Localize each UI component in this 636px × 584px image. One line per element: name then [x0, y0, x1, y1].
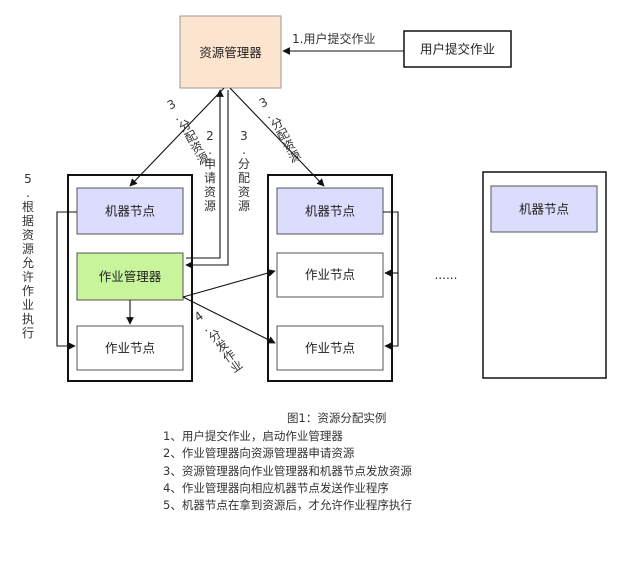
edge-2-label-text: 2.申请资源	[204, 129, 216, 213]
left-machine-group: 机器节点 作业管理器 作业节点	[67, 174, 193, 382]
edge-3-right-label-text: 3.分配资源	[257, 93, 304, 166]
edge-5-label-text: 5.根据资源允许作业执行	[22, 172, 34, 340]
edge-5-label: 5.根据资源允许作业执行	[22, 172, 34, 340]
right-machine-node-label: 机器节点	[519, 202, 569, 217]
middle-machine-node-label: 机器节点	[305, 204, 355, 219]
middle-job-node-1-label: 作业节点	[305, 267, 355, 282]
resource-manager-label: 资源管理器	[199, 45, 262, 60]
arrow-3-mid	[185, 90, 229, 269]
edge-3-mid-label: 3.分配资源	[238, 129, 250, 213]
edge-4-label: 4.分发作业	[192, 306, 246, 376]
edge-4-label-text: 4.分发作业	[192, 306, 246, 376]
caption-title: 图1：资源分配实例	[287, 411, 387, 425]
caption-item-3: 3、资源管理器向作业管理器和机器节点发放资源	[163, 463, 412, 478]
caption-item-1: 1、用户提交作业，启动作业管理器	[163, 429, 343, 444]
edge-3-left-label-text: 3.分配资源	[165, 95, 212, 168]
middle-machine-node	[276, 187, 384, 235]
user-submit-label: 用户提交作业	[420, 42, 495, 57]
resource-manager-box: 资源管理器	[179, 15, 282, 89]
middle-job-node-2-label: 作业节点	[305, 341, 355, 356]
arrow-5-left	[56, 211, 77, 350]
edge-3-left-label: 3.分配资源	[165, 95, 212, 168]
middle-machine-group: 机器节点 作业节点 作业节点	[267, 174, 393, 382]
ellipsis-label: ......	[435, 268, 458, 282]
arrow-4-a	[182, 269, 276, 298]
middle-job-node-2	[276, 325, 384, 371]
caption-item-4: 4、作业管理器向相应机器节点发送作业程序	[163, 480, 389, 495]
arrow-5-mid	[383, 211, 399, 350]
arrow-3-right	[229, 87, 325, 187]
user-submit-box: 用户提交作业	[403, 30, 512, 68]
edge-1-label: 1.用户提交作业	[292, 31, 375, 46]
right-machine-group: 机器节点	[482, 171, 607, 379]
middle-job-node-1	[276, 252, 384, 298]
caption-item-2: 2、作业管理器向资源管理器申请资源	[163, 446, 355, 461]
arrows	[56, 47, 404, 350]
edge-3-mid-label-text: 3.分配资源	[238, 129, 250, 213]
left-job-node	[76, 325, 184, 371]
figure-caption: 图1：资源分配实例 1、用户提交作业，启动作业管理器 2、作业管理器向资源管理器…	[163, 410, 433, 514]
right-machine-node	[490, 185, 598, 233]
caption-item-5: 5、机器节点在拿到资源后，才允许作业程序执行	[163, 498, 412, 513]
edge-2-label: 2.申请资源	[204, 129, 216, 213]
arrow-2-request	[186, 89, 224, 259]
edge-3-right-label: 3.分配资源	[257, 93, 304, 166]
job-manager-box	[76, 252, 184, 301]
arrow-3-left	[129, 87, 225, 187]
arrow-4-b	[182, 296, 276, 344]
left-job-node-label: 作业节点	[105, 341, 155, 356]
left-machine-node-label: 机器节点	[105, 204, 155, 219]
left-machine-node	[76, 187, 184, 235]
job-manager-label: 作业管理器	[99, 269, 162, 284]
